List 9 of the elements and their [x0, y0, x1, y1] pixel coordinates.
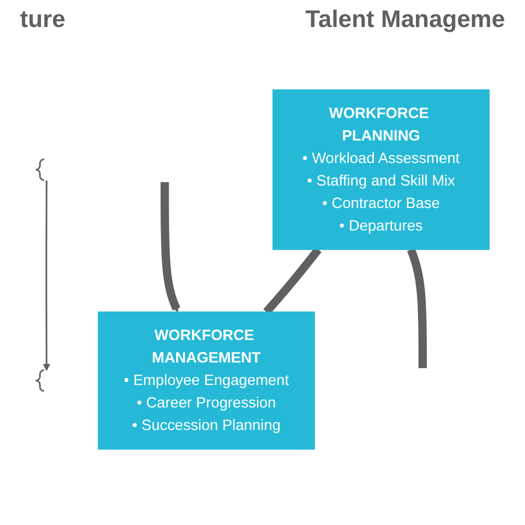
node-box: WORKFORCE MANAGEMENT • Employee Engagement • Career Progression • Succession Planning [98, 311, 315, 450]
heading-text: Talent Manageme [305, 6, 505, 34]
connector [407, 248, 427, 368]
heading-text: ture [20, 6, 66, 34]
node-box: WORKFORCE PLANNING • Workload Assessment • Staffing and Skill Mix • Contractor Base • Departures [272, 88, 490, 250]
node-bar [34, 158, 45, 180]
arrow [160, 182, 180, 312]
arrow [42, 180, 50, 370]
node-bar [34, 368, 45, 392]
